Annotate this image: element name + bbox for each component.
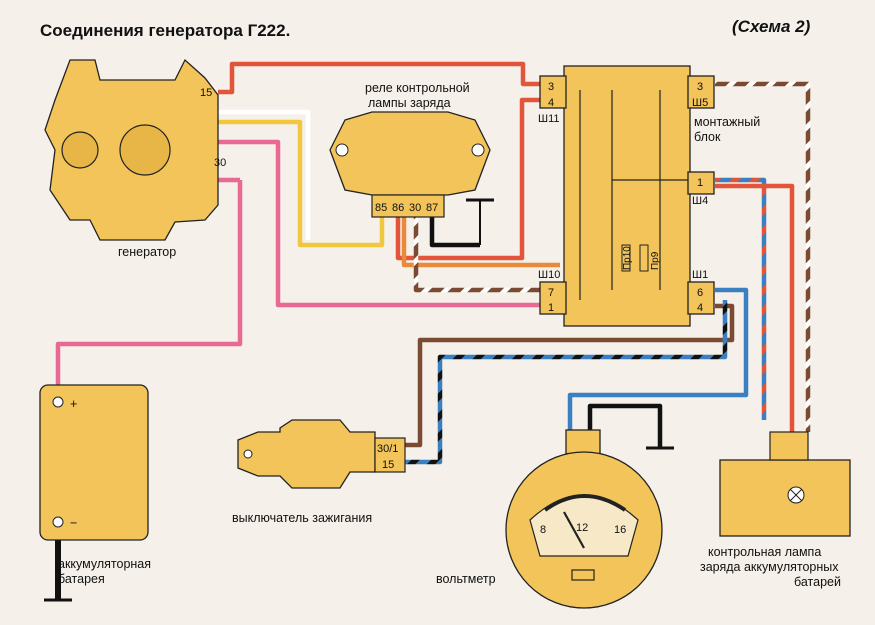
mounting-block (539, 65, 715, 327)
block-pin-6: 6 (697, 287, 703, 299)
wire-white (218, 109, 311, 240)
wire-black-ground (429, 216, 480, 248)
fuse-pr9: Пр9 (650, 251, 661, 270)
block-pin-3-right: 3 (697, 81, 703, 93)
relay-pin-30: 30 (409, 202, 421, 214)
voltmeter (505, 429, 663, 609)
wire-blue-black-ignition (404, 300, 728, 465)
battery-plus: + (70, 397, 77, 411)
relay-label-1: реле контрольной (365, 81, 470, 95)
block-connector-sh4: Ш4 (692, 195, 708, 207)
relay-pin-87: 87 (426, 202, 438, 214)
block-connector-sh1: Ш1 (692, 269, 708, 281)
wire-pink-battery (218, 139, 540, 308)
block-connector-sh5: Ш5 (692, 97, 708, 109)
lamp-label-1: контрольная лампа (708, 545, 821, 559)
block-connector-sh10: Ш10 (538, 269, 560, 281)
wire-red-right (715, 183, 795, 432)
scheme-number: (Схема 2) (732, 17, 811, 36)
ignition-pin-30-1: 30/1 (377, 443, 398, 455)
block-pin-4-left: 4 (548, 97, 554, 109)
control-lamp (719, 431, 851, 537)
wire-brown-white-right (715, 81, 811, 432)
wire-orange-relay-block (401, 216, 560, 268)
block-pin-7: 7 (548, 287, 554, 299)
ignition-switch (237, 419, 406, 489)
page-title: Соединения генератора Г222. (40, 21, 290, 40)
lamp-label-3: батарей (794, 575, 841, 589)
wire-brown-white (413, 216, 540, 293)
relay-label-2: лампы заряда (368, 96, 451, 110)
relay-pin-85: 85 (375, 202, 387, 214)
block-label-2: блок (694, 130, 721, 144)
wire-yellow (218, 119, 385, 248)
block-label-1: монтажный (694, 115, 760, 129)
battery-icon (571, 569, 595, 581)
wire-blue-red-right (715, 177, 767, 420)
block-pin-3-left: 3 (548, 81, 554, 93)
scale-8: 8 (540, 524, 546, 536)
voltmeter-needle (563, 511, 585, 549)
voltmeter-label: вольтметр (436, 572, 496, 586)
block-pin-1-left: 1 (548, 302, 554, 314)
block-pin-1-right: 1 (697, 177, 703, 189)
battery-minus: − (70, 516, 77, 530)
wire-red-relay-86 (395, 97, 540, 261)
generator (44, 58, 219, 241)
wire-blue-block-6 (567, 287, 749, 432)
scale-16: 16 (614, 524, 626, 536)
ignition-label: выключатель зажигания (232, 511, 372, 525)
gen-terminal-15: 15 (200, 87, 212, 99)
block-connector-sh11: Ш11 (538, 113, 560, 125)
block-pin-4-right: 4 (697, 302, 703, 314)
wire-black-voltmeter (587, 403, 663, 448)
relay-pin-86: 86 (392, 202, 404, 214)
wire-brown-ignition (404, 303, 735, 448)
wire-red-15 (218, 61, 540, 95)
battery-label-2: батарея (58, 572, 105, 586)
battery (39, 384, 149, 541)
ignition-pin-15: 15 (382, 459, 394, 471)
battery-label-1: аккумуляторная (58, 557, 151, 571)
wire-pink-plus (55, 180, 243, 398)
generator-label: генератор (118, 245, 176, 259)
lamp-label-2: заряда аккумуляторных (700, 560, 839, 574)
relay (329, 111, 491, 218)
scale-12: 12 (576, 522, 588, 534)
fuse-pr10: Пр10 (622, 246, 633, 270)
gen-terminal-30: 30 (214, 157, 226, 169)
